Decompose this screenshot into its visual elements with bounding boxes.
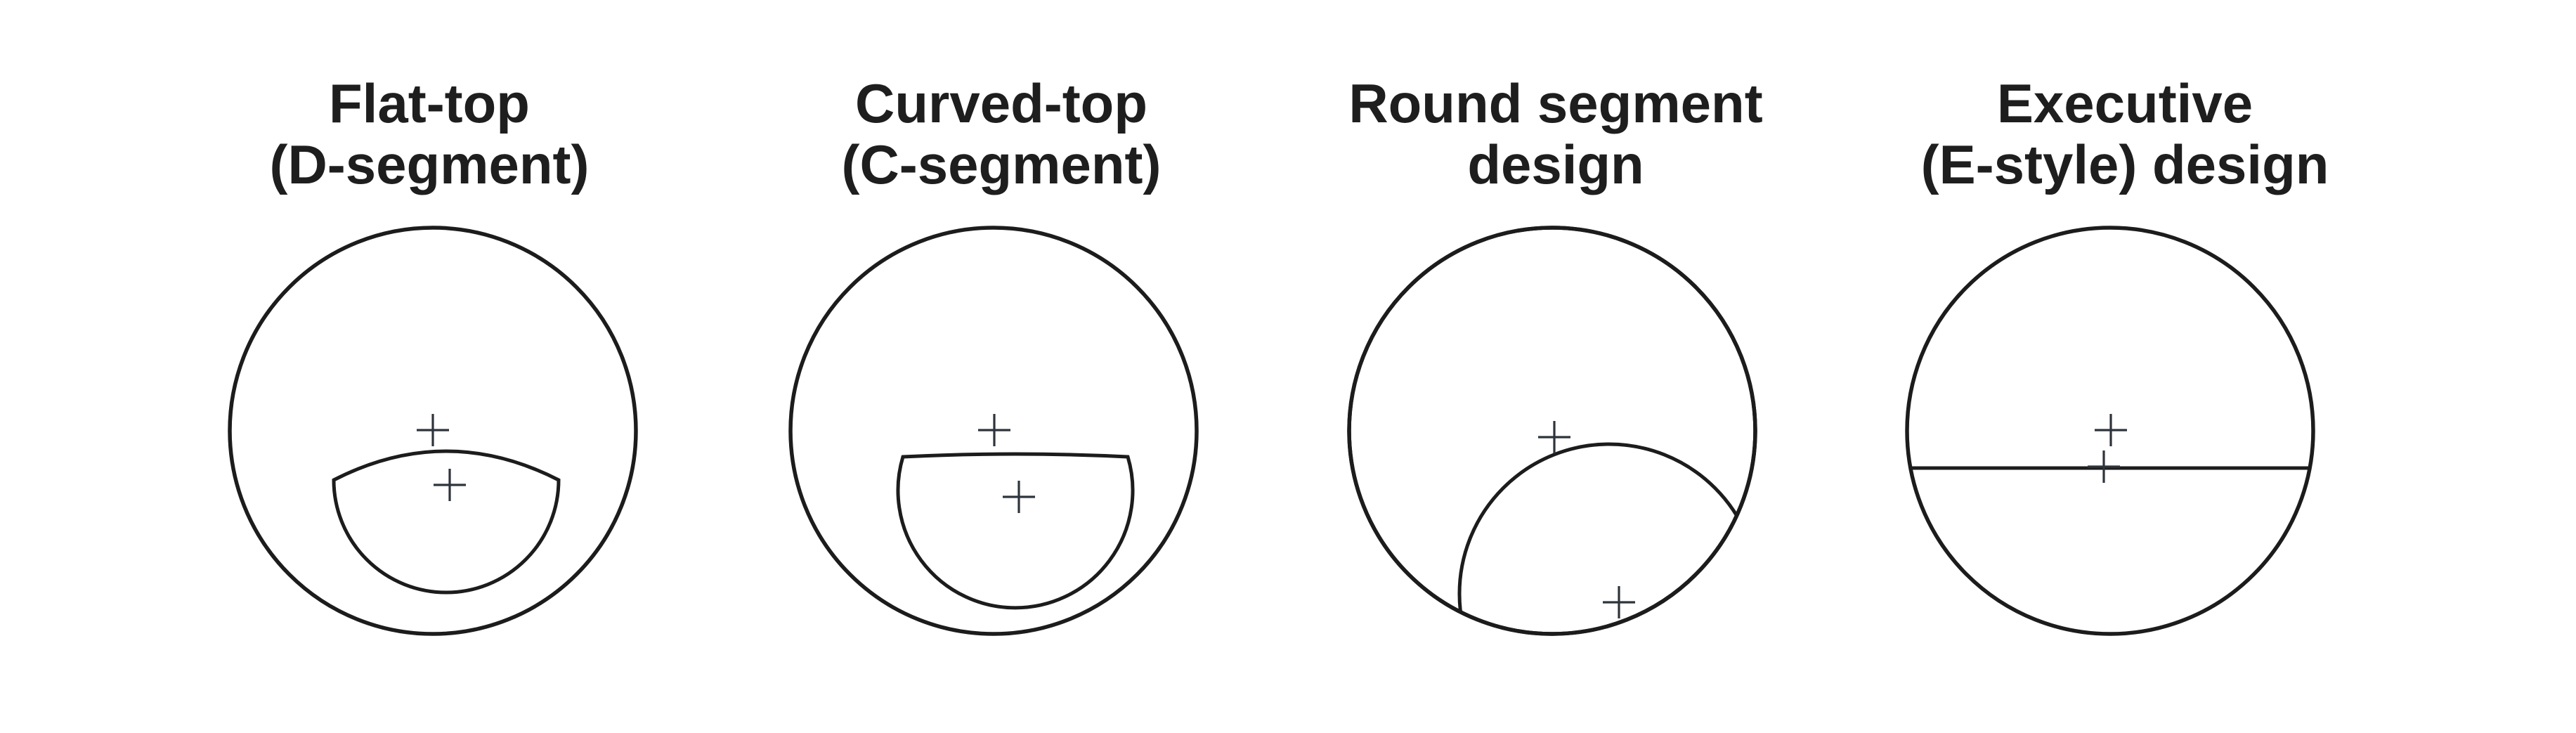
lens-circle: [228, 226, 638, 636]
distance-center-plus-icon: [417, 414, 449, 446]
distance-center-plus-icon: [1538, 421, 1570, 453]
panel-title-line1: Flat-top: [329, 72, 530, 134]
round-segment-circle-outline: [1457, 442, 1755, 634]
panel-title-line1: Round segment: [1348, 72, 1762, 134]
lens-circle-rim: [1347, 226, 1757, 636]
segment-center-plus-icon: [1603, 586, 1635, 618]
lens-circle: [1347, 226, 1757, 636]
segment-center-plus-icon: [1003, 481, 1035, 513]
panel-flat-top: Flat-top (D-segment): [228, 72, 638, 636]
panel-title-line1: Curved-top: [855, 72, 1147, 134]
distance-center-plus-icon: [2095, 414, 2127, 446]
panel-title-line2: design: [1467, 134, 1644, 195]
panel-title-line2: (C-segment): [841, 134, 1161, 195]
segment-center-plus-icon: [2088, 450, 2120, 483]
panel-title-line2: (E-style) design: [1921, 134, 2329, 195]
panel-executive: Executive (E-style) design: [1905, 72, 2329, 636]
distance-center-plus-icon: [978, 414, 1010, 446]
panel-curved-top: Curved-top (C-segment): [788, 72, 1199, 636]
lens-circle: [788, 226, 1199, 636]
panel-round-segment: Round segment design: [1347, 72, 1763, 636]
c-segment-outline: [896, 452, 1135, 610]
panel-title-line1: Executive: [1997, 72, 2253, 134]
panel-title-line2: (D-segment): [269, 134, 589, 195]
lens-circle: [1905, 226, 2315, 636]
d-segment-outline: [332, 449, 561, 595]
segment-center-plus-icon: [434, 469, 466, 501]
